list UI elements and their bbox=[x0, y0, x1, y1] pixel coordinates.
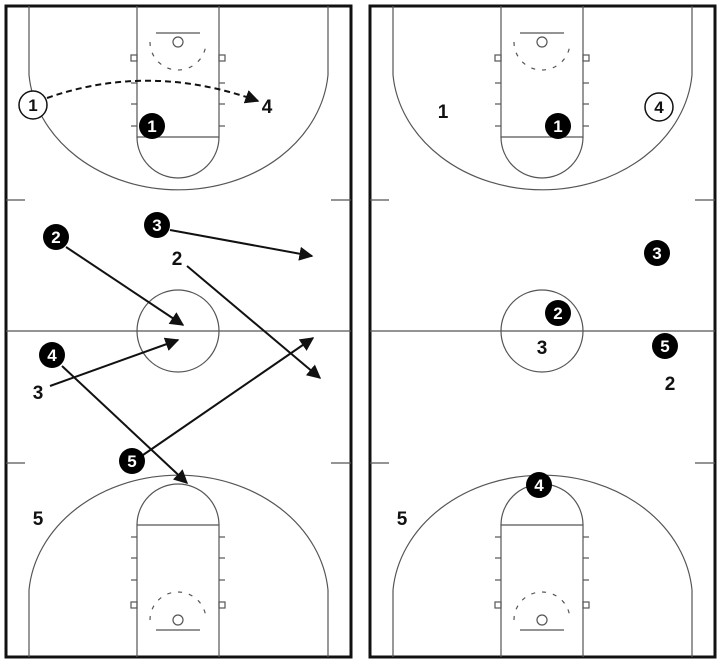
center-circle bbox=[136, 289, 220, 373]
defender-label: 5 bbox=[397, 509, 408, 530]
defender-label: 4 bbox=[262, 97, 273, 118]
restricted-arc-top bbox=[149, 41, 207, 71]
player-circle bbox=[144, 212, 170, 238]
lane-bottom bbox=[136, 524, 220, 657]
defender-label: 1 bbox=[438, 102, 449, 123]
defender-label: 2 bbox=[665, 374, 676, 395]
player-number: 1 bbox=[28, 96, 37, 115]
offense-player-black: 2 bbox=[43, 224, 69, 250]
restricted-arc-bottom bbox=[513, 591, 571, 621]
offense-player-black: 4 bbox=[39, 342, 65, 368]
three-point-line-top bbox=[392, 6, 693, 191]
cut-arrow bbox=[61, 365, 189, 484]
player-number: 5 bbox=[127, 452, 136, 471]
offense-player-black: 3 bbox=[644, 240, 670, 266]
player-circle bbox=[139, 113, 165, 139]
player-circle bbox=[545, 113, 571, 139]
player-number: 1 bbox=[147, 117, 156, 136]
center-circle bbox=[500, 289, 584, 373]
hoop-bottom bbox=[536, 614, 548, 626]
offense-player-outline: 1 bbox=[18, 90, 48, 120]
block-top bbox=[218, 54, 226, 62]
lane-top bbox=[136, 6, 220, 138]
player-circle bbox=[652, 333, 678, 359]
block-top bbox=[582, 54, 590, 62]
offense-player-black: 1 bbox=[139, 113, 165, 139]
player-number: 4 bbox=[47, 346, 57, 365]
pass-arrow bbox=[46, 79, 260, 104]
cut-arrow bbox=[169, 229, 314, 261]
block-bottom bbox=[582, 601, 590, 609]
player-circle bbox=[18, 90, 48, 120]
player-circle bbox=[545, 300, 571, 326]
player-circle bbox=[526, 472, 552, 498]
offense-player-black: 4 bbox=[526, 472, 552, 498]
block-top bbox=[494, 54, 502, 62]
lane-bottom bbox=[500, 524, 584, 657]
player-circle bbox=[43, 224, 69, 250]
block-bottom bbox=[130, 601, 138, 609]
player-number: 3 bbox=[652, 244, 661, 263]
court-left bbox=[4, 4, 353, 659]
defender-label: 3 bbox=[537, 338, 548, 359]
restricted-arc-top bbox=[513, 41, 571, 71]
free-throw-circle-top bbox=[500, 136, 584, 179]
player-number: 2 bbox=[553, 304, 562, 323]
three-point-line-top bbox=[28, 6, 329, 191]
player-circle bbox=[644, 240, 670, 266]
offense-player-black: 5 bbox=[119, 448, 145, 474]
cut-arrow bbox=[49, 337, 180, 387]
free-throw-circle-top bbox=[136, 136, 220, 179]
player-circle bbox=[644, 92, 674, 122]
block-top bbox=[130, 54, 138, 62]
cut-arrow bbox=[142, 337, 315, 456]
player-number: 4 bbox=[654, 98, 664, 117]
offense-player-black: 1 bbox=[545, 113, 571, 139]
defender-label: 3 bbox=[33, 383, 44, 404]
player-number: 5 bbox=[660, 337, 669, 356]
defender-label: 5 bbox=[33, 509, 44, 530]
player-number: 2 bbox=[51, 228, 60, 247]
offense-player-black: 2 bbox=[545, 300, 571, 326]
cut-arrow bbox=[65, 246, 185, 326]
block-bottom bbox=[218, 601, 226, 609]
defender-label: 2 bbox=[172, 249, 183, 270]
offense-player-black: 5 bbox=[652, 333, 678, 359]
offense-player-outline: 4 bbox=[644, 92, 674, 122]
restricted-arc-bottom bbox=[149, 591, 207, 621]
court-right bbox=[368, 4, 717, 659]
free-throw-circle-bottom bbox=[136, 483, 220, 526]
player-number: 4 bbox=[534, 476, 544, 495]
player-circle bbox=[39, 342, 65, 368]
hoop-top bbox=[536, 36, 548, 48]
offense-player-black: 3 bbox=[144, 212, 170, 238]
player-number: 1 bbox=[553, 117, 562, 136]
player-number: 3 bbox=[152, 216, 161, 235]
cut-arrow bbox=[186, 265, 322, 379]
hoop-top bbox=[172, 36, 184, 48]
hoop-bottom bbox=[172, 614, 184, 626]
player-circle bbox=[119, 448, 145, 474]
lane-top bbox=[500, 6, 584, 138]
block-bottom bbox=[494, 601, 502, 609]
